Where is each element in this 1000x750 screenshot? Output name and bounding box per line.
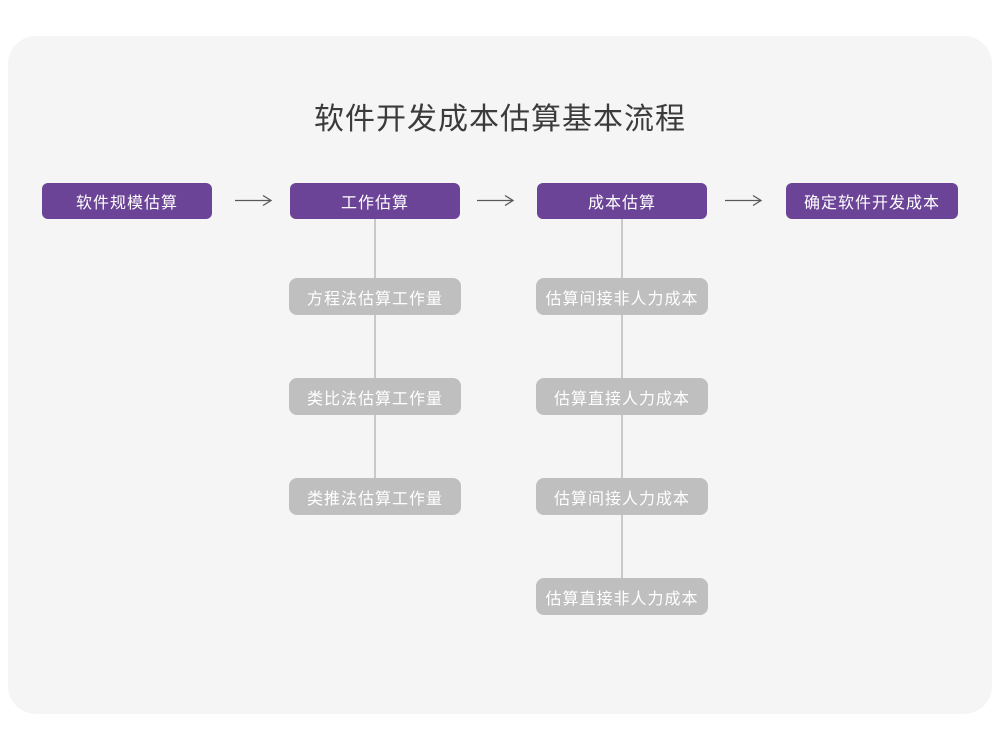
substep-indirect-labor-cost: 估算间接人力成本 xyxy=(536,478,708,515)
flow-node-work-estimation: 工作估算 xyxy=(290,183,460,219)
substep-direct-labor-cost: 估算直接人力成本 xyxy=(536,378,708,415)
diagram-card xyxy=(8,36,992,714)
right-arrow-icon xyxy=(235,194,273,207)
right-arrow-icon xyxy=(477,194,515,207)
flow-node-determine-development-cost: 确定软件开发成本 xyxy=(786,183,958,219)
flow-node-software-scale-estimation: 软件规模估算 xyxy=(42,183,212,219)
substep-indirect-non-labor-cost: 估算间接非人力成本 xyxy=(536,278,708,315)
substep-equation-method-workload: 方程法估算工作量 xyxy=(289,278,461,315)
work-column-connector-line xyxy=(374,218,376,498)
diagram-title: 软件开发成本估算基本流程 xyxy=(314,103,686,136)
right-arrow-icon xyxy=(725,194,763,207)
flow-node-cost-estimation: 成本估算 xyxy=(537,183,707,219)
substep-extrapolation-method-workload: 类推法估算工作量 xyxy=(289,478,461,515)
substep-analogy-method-workload: 类比法估算工作量 xyxy=(289,378,461,415)
substep-direct-non-labor-cost: 估算直接非人力成本 xyxy=(536,578,708,615)
